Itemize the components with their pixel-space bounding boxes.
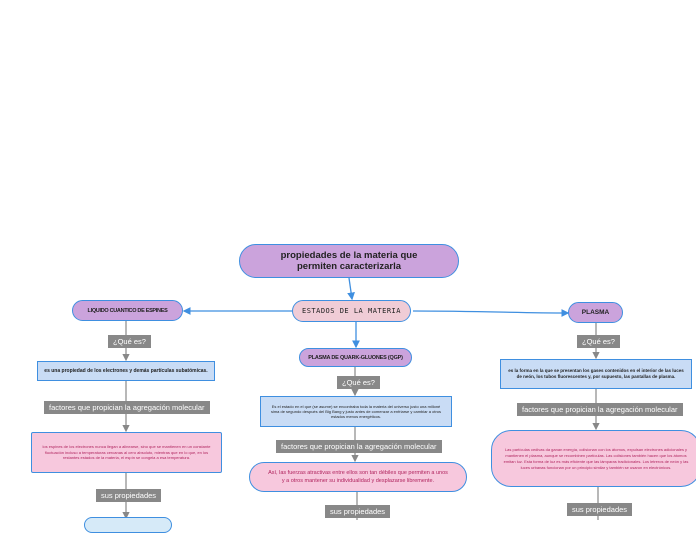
plasma-definition-text: es la forma en la que se presentan los g… bbox=[508, 368, 684, 379]
liquido-factors-label: factores que propician la agregación mol… bbox=[44, 401, 210, 414]
plasma-factors-text: Las partículas cedivas da ganan energía,… bbox=[503, 446, 689, 470]
qgp-definition[interactable]: Es el estado en el que (se asume) se enc… bbox=[260, 396, 452, 427]
main-title-node[interactable]: propiedades de la materia que permiten c… bbox=[239, 244, 459, 278]
plasma-props-label: sus propiedades bbox=[567, 503, 633, 516]
qgp-factors-label: factores que propician la agregación mol… bbox=[276, 440, 442, 453]
liquido-definition-text: es una propiedad de los electrones y dem… bbox=[44, 368, 208, 374]
plasma-factors[interactable]: Las partículas cedivas da ganan energía,… bbox=[491, 430, 696, 487]
qgp-que-es-label: ¿Qué es? bbox=[337, 376, 380, 389]
qgp-props-label: sus propiedades bbox=[325, 505, 391, 518]
liquido-label: LIQUIDO CUANTICO DE ESPINES bbox=[87, 307, 168, 314]
liquido-factors-text: los espines de los electrones nunca lleg… bbox=[42, 444, 211, 461]
estados-node[interactable]: ESTADOS DE LA MATERIA bbox=[292, 300, 411, 322]
liquido-node[interactable]: LIQUIDO CUANTICO DE ESPINES bbox=[72, 300, 183, 321]
qgp-node[interactable]: PLASMA DE QUARK-GLUONES (QGP) bbox=[299, 348, 412, 367]
estados-label: ESTADOS DE LA MATERIA bbox=[301, 307, 401, 315]
main-title: propiedades de la materia que permiten c… bbox=[280, 250, 418, 272]
plasma-node[interactable]: PLASMA bbox=[568, 302, 623, 323]
qgp-definition-text: Es el estado en el que (se asume) se enc… bbox=[270, 404, 442, 419]
plasma-factors-label: factores que propician la agregación mol… bbox=[517, 403, 683, 416]
connector-lines bbox=[122, 277, 600, 520]
liquido-props-label: sus propiedades bbox=[96, 489, 162, 502]
plasma-definition[interactable]: es la forma en la que se presentan los g… bbox=[500, 359, 692, 389]
liquido-definition[interactable]: es una propiedad de los electrones y dem… bbox=[37, 361, 215, 381]
liquido-factors[interactable]: los espines de los electrones nunca lleg… bbox=[31, 432, 222, 473]
qgp-label: PLASMA DE QUARK-GLUONES (QGP) bbox=[308, 354, 403, 361]
qgp-factors[interactable]: Así, las fuerzas atractivas entre ellos … bbox=[249, 462, 467, 492]
plasma-label: PLASMA bbox=[581, 309, 610, 316]
liquido-que-es-label: ¿Qué es? bbox=[108, 335, 151, 348]
plasma-que-es-label: ¿Qué es? bbox=[577, 335, 620, 348]
liquido-props-node[interactable] bbox=[84, 517, 172, 533]
qgp-factors-text: Así, las fuerzas atractivas entre ellos … bbox=[268, 470, 448, 484]
